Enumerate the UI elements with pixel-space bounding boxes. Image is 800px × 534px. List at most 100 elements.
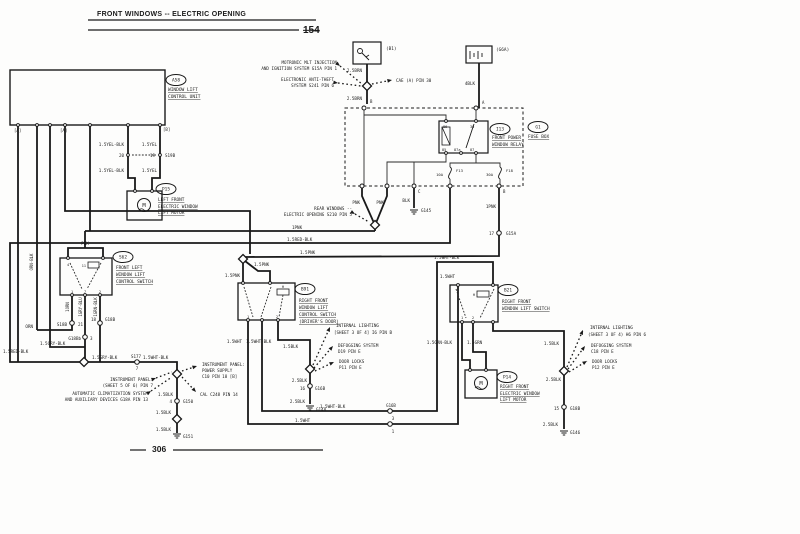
wire-label: 86: [443, 125, 447, 129]
arrowhead: [387, 79, 392, 83]
wire-label: WINDOW RELAY: [492, 142, 524, 148]
pin-tick: [474, 151, 478, 155]
wire-label: REAR WINDOWS --: [314, 206, 352, 211]
arrowhead: [151, 377, 156, 382]
pin-tick: [276, 318, 280, 322]
wire-label: 1ORN: [65, 302, 70, 312]
orn-wire: [37, 295, 73, 331]
wire-label: RIGHT FRONT: [502, 299, 531, 305]
wire-label: 30: [470, 125, 474, 129]
arrowhead: [329, 362, 334, 366]
callout-g1-code: G1: [535, 125, 541, 131]
grn-motor-wire: [472, 322, 487, 370]
wire-label: 20: [119, 153, 125, 158]
arrowhead: [326, 327, 330, 332]
pin-tick: [444, 119, 448, 123]
wire-label: 1: [71, 290, 73, 294]
internal-wire: [476, 162, 501, 167]
wire-label: FRONT LEFT: [116, 265, 143, 271]
wire-label: (DRIVER'S DOOR): [299, 319, 339, 325]
switch-contact-line: [278, 294, 284, 318]
callout-s62-code: S62: [119, 255, 127, 261]
pin-tick: [98, 293, 102, 297]
arrowhead: [350, 210, 355, 214]
wire-label: 1.5YEL-BLK: [99, 168, 125, 173]
wire-label: (G6A): [496, 47, 509, 53]
reference-arrow: [354, 213, 370, 223]
wire-label: P11 PIN E: [339, 365, 362, 370]
callout-a58-code: A58: [172, 78, 180, 84]
callout-p15: [155, 183, 177, 195]
internal-wire: [449, 162, 476, 167]
mid-blk-wire: [277, 320, 311, 404]
wire-label: G148: [316, 407, 327, 412]
wire-label: 2: [99, 290, 101, 294]
wire-label: 15: [554, 406, 560, 411]
wire-label: ELECTRIC WINDOW: [500, 391, 540, 397]
pin-tick: [88, 123, 92, 127]
wire-label: 18: [91, 317, 97, 322]
pin-tick: [484, 368, 488, 372]
wire-label: INSTRUMENT PANEL:: [110, 377, 153, 382]
arrowhead: [333, 80, 338, 85]
yel-blk-wire: [127, 125, 136, 191]
wire-label: 4: [67, 263, 69, 267]
wire-label: 1.5YEL-BLK: [99, 142, 125, 147]
wire-label: 1.5GRY-BLK: [40, 341, 66, 346]
page-number-bottom: 306: [152, 444, 166, 454]
fusebox-pin: [359, 183, 365, 189]
switch-contact-line: [69, 262, 83, 290]
wire-label: 1.5BLK: [544, 341, 560, 346]
pin-tick: [474, 119, 478, 123]
pin-tick: [126, 123, 130, 127]
fusebox-pin: [496, 183, 502, 189]
pin-tick: [260, 318, 264, 322]
pnk-bridge-wire: [67, 247, 104, 258]
splice-connector: [134, 359, 140, 365]
wire-label: [B]: [163, 127, 170, 132]
pin-tick: [491, 320, 495, 324]
wire-label: AUTOMATIC CLIMATIZATION SYSTEM: [72, 391, 148, 396]
arrowhead: [192, 365, 197, 370]
wire-label: A: [482, 100, 485, 105]
pin-tick: [150, 189, 154, 193]
wire-label: CONTROL UNIT: [168, 94, 201, 100]
wire-label: WINDOW LIFT: [299, 305, 328, 311]
wire-label: 1.5YEL: [142, 142, 158, 147]
relay-coil-diagonal: [441, 126, 451, 146]
reference-arrow: [312, 326, 331, 366]
wire-label: (B1): [386, 46, 397, 52]
callout-p15-code: P15: [162, 187, 170, 193]
splice-connector: [82, 334, 88, 340]
wire-label: WINDOW LIFT: [116, 272, 145, 278]
wire-label: G18B: [570, 406, 581, 411]
switch-contact-line: [86, 262, 102, 290]
wire-label: 2.5BLK: [543, 422, 559, 427]
wht-wire: [247, 285, 459, 425]
wire-label: RIGHT FRONT: [500, 384, 529, 390]
switch-contact-line: [243, 286, 254, 318]
wire-label: F18: [506, 168, 514, 173]
wire-label: 1.5PNK: [254, 262, 270, 267]
wire-label: 11: [82, 264, 86, 268]
wire-label: ELECTRIC WINDOW: [158, 204, 198, 210]
pin-tick: [468, 368, 472, 372]
wire-label: 2: [472, 316, 474, 320]
callout-p14: [496, 371, 518, 383]
arrowhead: [146, 391, 151, 396]
splice-connector: [307, 383, 313, 389]
splice-connector: [69, 320, 75, 326]
wire-label: ORN: [25, 324, 33, 329]
pin-tick: [456, 283, 460, 287]
wire-label: 3: [90, 336, 93, 341]
arrowhead: [580, 346, 585, 351]
wire-label: 1.5BLK: [156, 410, 172, 415]
callout-p14-code: P14: [503, 375, 511, 381]
reference-arrow: [313, 345, 334, 369]
fuse-box-outline: [344, 107, 524, 187]
junction-diamond: [171, 368, 183, 380]
left-motor-symbol: [137, 198, 151, 212]
relay-contact: [465, 123, 475, 149]
pnk-switch-feed-b: [244, 260, 271, 283]
